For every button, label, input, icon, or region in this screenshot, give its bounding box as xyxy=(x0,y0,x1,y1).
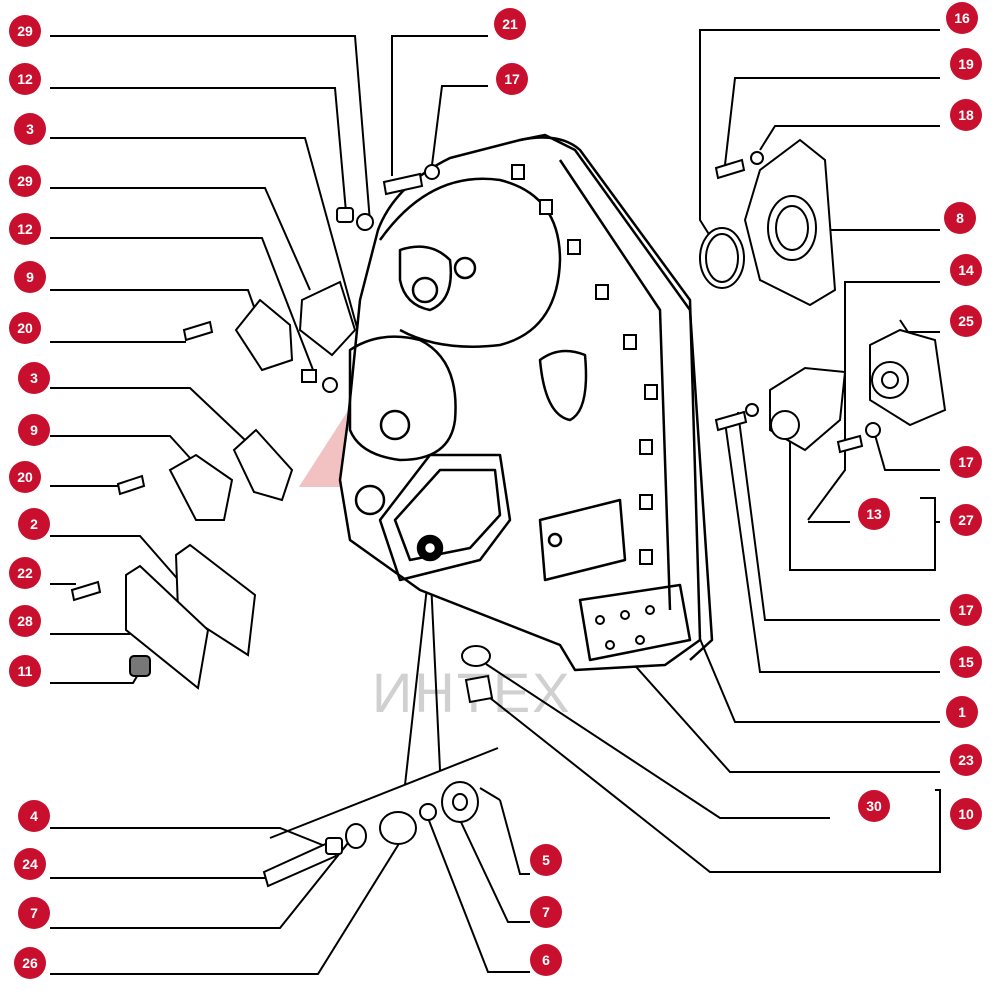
callout-4: 4 xyxy=(18,800,50,832)
callout-28: 28 xyxy=(9,605,41,637)
callout-label: 4 xyxy=(30,808,38,824)
callout-2: 2 xyxy=(18,508,50,540)
callout-label: 30 xyxy=(866,798,882,814)
callout-1: 1 xyxy=(946,696,978,728)
callout-5: 5 xyxy=(530,844,562,876)
callout-29: 29 xyxy=(9,15,41,47)
callout-24: 24 xyxy=(14,848,46,880)
callout-label: 8 xyxy=(956,210,964,226)
callout-label: 15 xyxy=(958,654,974,670)
callout-label: 12 xyxy=(17,71,33,87)
callout-9: 9 xyxy=(18,414,50,446)
left-cover-parts xyxy=(70,164,440,690)
callout-17: 17 xyxy=(496,63,528,95)
callout-9: 9 xyxy=(14,261,46,293)
callout-22: 22 xyxy=(9,557,41,589)
callout-7: 7 xyxy=(530,896,562,928)
callout-14: 14 xyxy=(950,254,982,286)
callout-label: 6 xyxy=(542,952,550,968)
callout-3: 3 xyxy=(18,362,50,394)
callout-17: 17 xyxy=(950,594,982,626)
callout-label: 13 xyxy=(866,506,882,522)
callout-18: 18 xyxy=(950,99,982,131)
callout-13: 13 xyxy=(858,498,890,530)
callout-label: 26 xyxy=(22,955,38,971)
bottom-valve-parts xyxy=(262,645,501,888)
housing-flange-bolts xyxy=(511,164,658,650)
right-cover-parts xyxy=(699,138,947,454)
callout-10: 10 xyxy=(950,798,982,830)
callout-17: 17 xyxy=(950,446,982,478)
callout-label: 12 xyxy=(17,221,33,237)
callout-label: 9 xyxy=(30,422,38,438)
callout-21: 21 xyxy=(494,8,526,40)
callout-label: 17 xyxy=(958,602,974,618)
callout-label: 17 xyxy=(958,454,974,470)
callout-label: 23 xyxy=(958,752,974,768)
callout-label: 25 xyxy=(958,313,974,329)
callout-label: 11 xyxy=(18,663,33,679)
callout-label: 22 xyxy=(17,565,33,581)
callout-label: 5 xyxy=(542,852,550,868)
callout-30: 30 xyxy=(858,790,890,822)
callout-label: 18 xyxy=(958,107,974,123)
callout-7: 7 xyxy=(18,897,50,929)
callout-label: 14 xyxy=(958,262,974,278)
callout-20: 20 xyxy=(9,461,41,493)
callout-label: 3 xyxy=(30,370,38,386)
callout-27: 27 xyxy=(950,504,982,536)
callout-20: 20 xyxy=(9,312,41,344)
callout-16: 16 xyxy=(946,2,978,34)
callout-6: 6 xyxy=(530,944,562,976)
callout-label: 27 xyxy=(958,512,974,528)
callout-label: 21 xyxy=(502,16,518,32)
callout-3: 3 xyxy=(14,113,46,145)
callout-23: 23 xyxy=(950,744,982,776)
callout-label: 24 xyxy=(22,856,38,872)
gearbox-housing xyxy=(338,133,714,672)
callout-label: 16 xyxy=(954,10,970,26)
callout-label: 7 xyxy=(30,905,38,921)
callout-label: 20 xyxy=(17,469,33,485)
callout-19: 19 xyxy=(950,48,982,80)
callout-25: 25 xyxy=(950,305,982,337)
callout-label: 17 xyxy=(504,71,520,87)
callout-label: 3 xyxy=(26,121,34,137)
callout-12: 12 xyxy=(9,213,41,245)
callout-15: 15 xyxy=(950,646,982,678)
callout-29: 29 xyxy=(9,165,41,197)
callout-label: 10 xyxy=(958,806,974,822)
callout-label: 2 xyxy=(30,516,38,532)
callout-label: 20 xyxy=(17,320,33,336)
callout-label: 29 xyxy=(17,173,33,189)
callout-label: 9 xyxy=(26,269,34,285)
callout-12: 12 xyxy=(9,63,41,95)
callout-label: 28 xyxy=(17,613,33,629)
callout-26: 26 xyxy=(14,947,46,979)
callout-markers: 29 12 3 29 12 9 20 3 9 20 2 22 28 11 21 … xyxy=(9,2,982,979)
leader-lines xyxy=(50,29,941,975)
callout-label: 29 xyxy=(17,23,33,39)
callout-11: 11 xyxy=(9,655,41,687)
callout-label: 19 xyxy=(958,56,974,72)
callout-label: 1 xyxy=(958,704,966,720)
callout-8: 8 xyxy=(944,202,976,234)
callout-label: 7 xyxy=(542,904,550,920)
